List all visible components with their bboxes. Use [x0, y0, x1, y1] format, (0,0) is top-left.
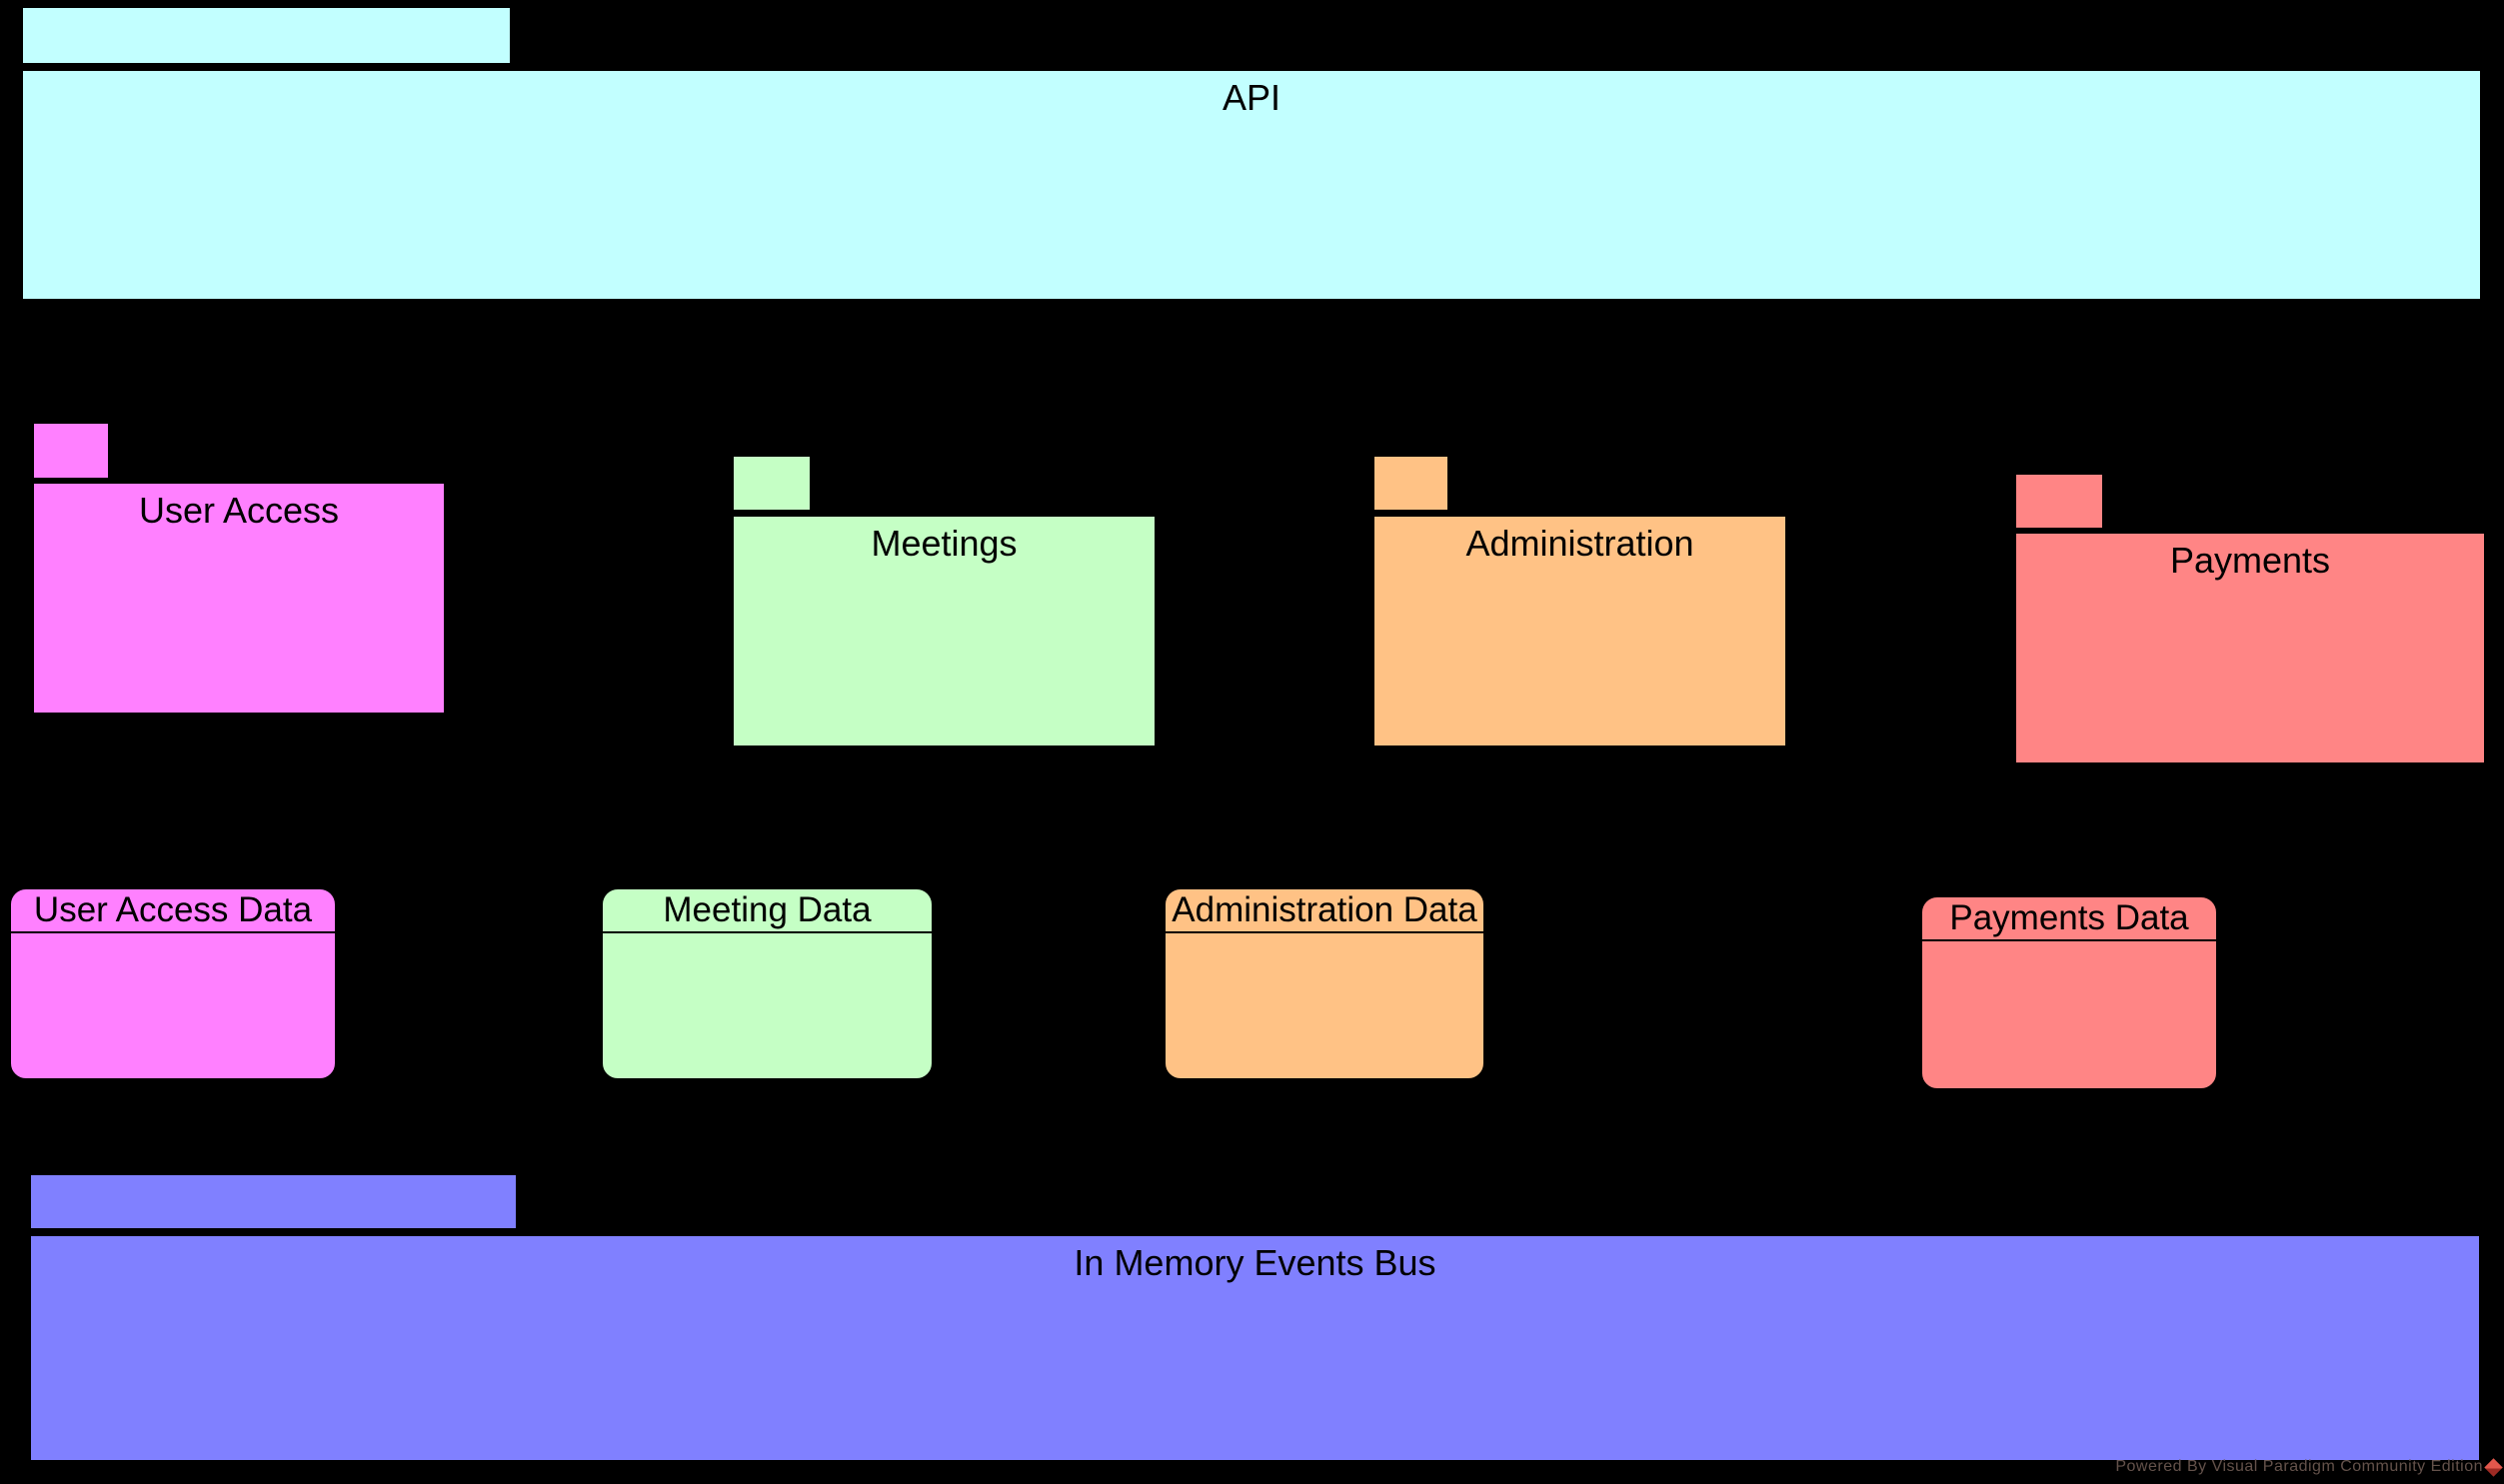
package-api-body[interactable]: API [21, 69, 2482, 301]
datastore-meeting-data[interactable]: Meeting Data [600, 886, 935, 1081]
package-payments-body[interactable]: Payments [2014, 532, 2486, 764]
package-api-label: API [1222, 77, 1281, 118]
package-meetings-body[interactable]: Meetings [732, 515, 1157, 747]
datastore-user-access-data[interactable]: User Access Data [8, 886, 338, 1081]
datastore-payments-data[interactable]: Payments Data [1919, 894, 2219, 1091]
watermark: Powered By Visual Paradigm Community Edi… [2115, 1457, 2503, 1477]
package-administration-tab[interactable] [1372, 455, 1449, 512]
package-payments-tab[interactable] [2014, 473, 2104, 530]
package-administration-body[interactable]: Administration [1372, 515, 1787, 747]
datastore-payments-data-label: Payments Data [1922, 897, 2216, 941]
package-administration-label: Administration [1465, 523, 1694, 564]
package-user-access-label: User Access [138, 490, 340, 531]
package-events-bus-label: In Memory Events Bus [1074, 1242, 1436, 1283]
watermark-text: Powered By Visual Paradigm Community Edi… [2115, 1458, 2483, 1475]
package-user-access-tab[interactable] [32, 422, 110, 480]
package-payments-label: Payments [2169, 540, 2331, 581]
package-events-bus-tab[interactable] [29, 1173, 518, 1230]
package-user-access-body[interactable]: User Access [32, 482, 446, 715]
datastore-administration-data-label: Administration Data [1166, 889, 1483, 933]
package-meetings-label: Meetings [871, 523, 1018, 564]
datastore-administration-data[interactable]: Administration Data [1163, 886, 1486, 1081]
datastore-meeting-data-label: Meeting Data [603, 889, 932, 933]
package-events-bus-body[interactable]: In Memory Events Bus [29, 1234, 2481, 1462]
package-api-tab[interactable] [21, 6, 512, 65]
visual-paradigm-diamond-icon [2484, 1457, 2503, 1477]
datastore-user-access-data-label: User Access Data [11, 889, 335, 933]
package-meetings-tab[interactable] [732, 455, 812, 512]
